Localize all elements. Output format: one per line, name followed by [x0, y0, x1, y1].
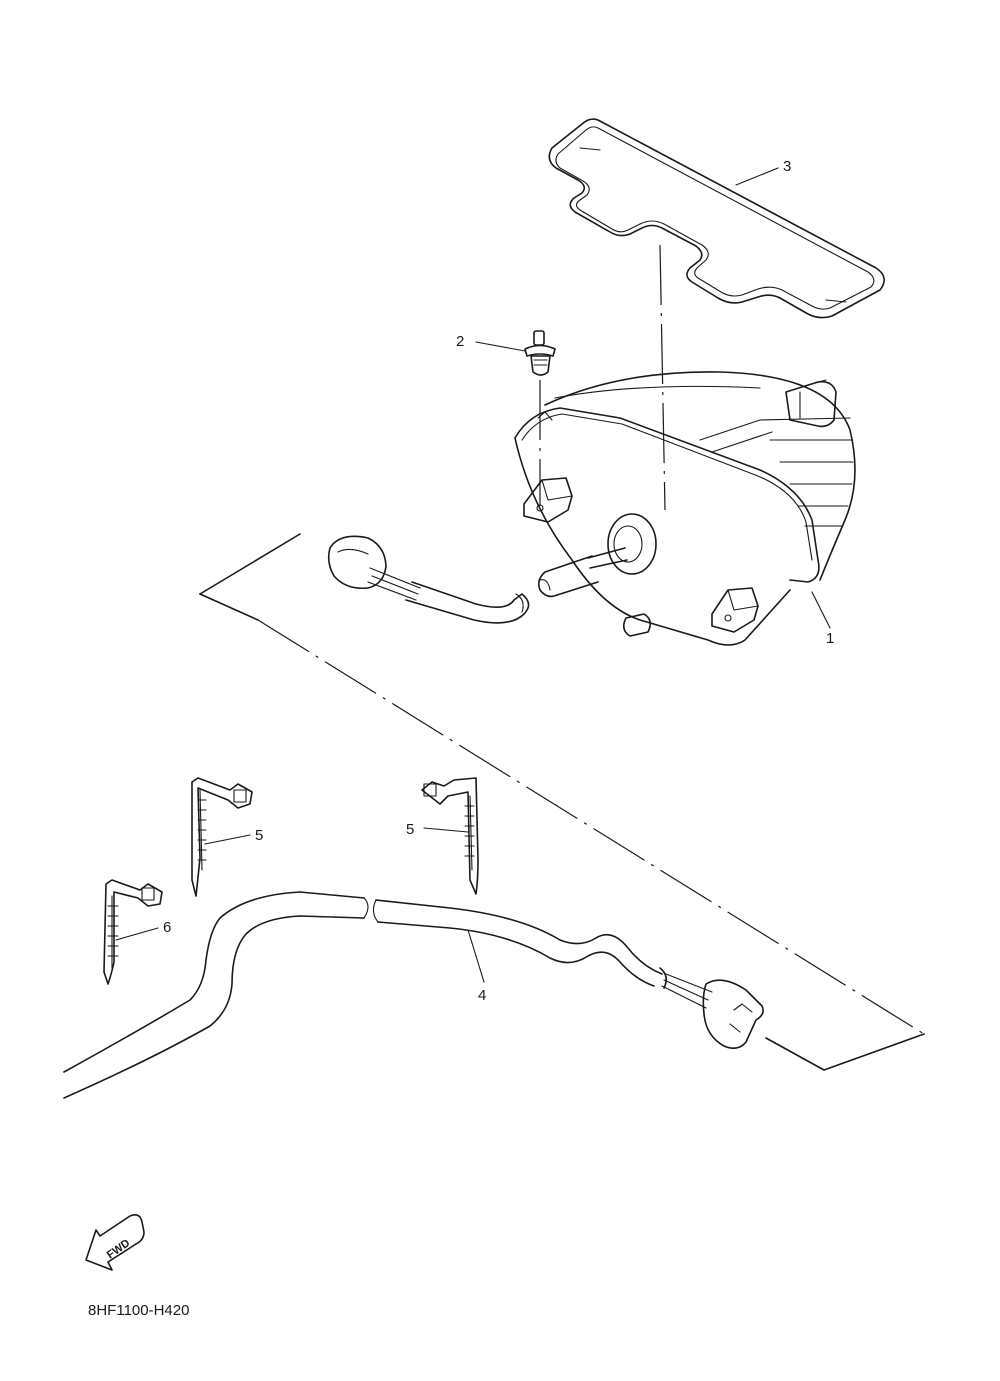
part-1-tail-lamp — [514, 371, 856, 646]
callout-3: 3 — [783, 158, 791, 175]
fwd-label: FWD — [105, 1237, 132, 1261]
callout-4: 4 — [478, 987, 486, 1004]
part-3-gasket — [548, 118, 885, 319]
figure-code: 8HF1100-H420 — [88, 1302, 189, 1319]
callout-1: 1 — [826, 630, 834, 647]
part-4-lead-wire — [63, 891, 764, 1099]
callout-2: 2 — [456, 333, 464, 350]
part-2-screw — [524, 330, 556, 376]
fwd-arrow-icon: FWD — [85, 1214, 145, 1271]
part-6-band — [103, 879, 163, 985]
callout-6: 6 — [163, 919, 171, 936]
callout-5-left: 5 — [255, 827, 263, 844]
callout-5-right: 5 — [406, 821, 414, 838]
lamp-connector — [327, 535, 530, 624]
part-5-band-left — [191, 777, 253, 897]
part-5-band-right — [421, 777, 479, 895]
